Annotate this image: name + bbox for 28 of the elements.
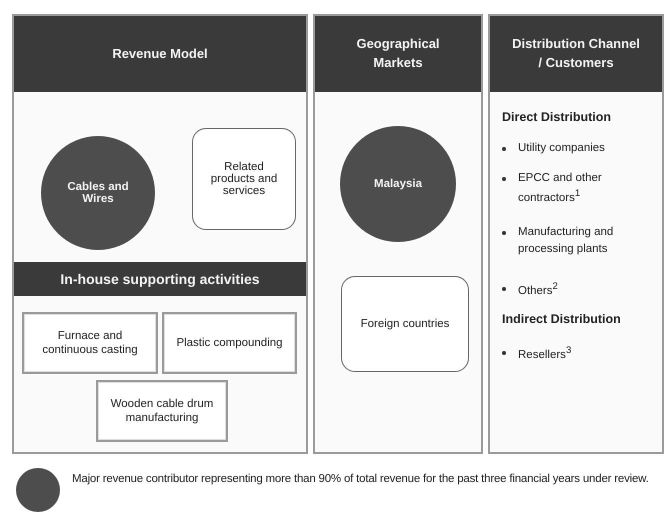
activity-box <box>96 380 228 442</box>
column-header: Geographical Markets <box>315 16 481 92</box>
node-label: Plastic compounding <box>176 336 283 350</box>
legend-text: Major revenue contributor representing more than 90% of total revenue for the past three financial years under review. <box>72 472 650 487</box>
node-label: Wooden cable drum manufacturing <box>110 396 214 426</box>
column-header: Revenue Model <box>14 16 306 92</box>
node-label: Malaysia <box>374 178 422 190</box>
list-item: Others$^{2}$ <box>518 280 559 299</box>
list-item: Resellers$^{3}$ <box>518 344 572 363</box>
list-item: EPCC and other contractors$^{1}$ <box>518 171 603 206</box>
node-label: In-house supporting activities <box>60 271 260 287</box>
column-header: Distribution Channel / Customers <box>490 16 662 92</box>
column-panel <box>12 14 308 454</box>
rounded-box <box>192 128 296 230</box>
subheading: Direct Distribution <box>502 110 612 124</box>
list-item: Utility companies <box>518 141 606 156</box>
node-label: Cables and Wires <box>66 181 130 205</box>
column-panel <box>488 14 664 454</box>
activity-box <box>162 312 297 374</box>
rounded-box <box>341 276 469 372</box>
list-item: Manufacturing and processing plants <box>518 225 614 258</box>
node-label: Foreign countries <box>360 318 450 330</box>
activity-box <box>22 312 158 374</box>
section-band <box>14 262 306 296</box>
column-panel <box>313 14 483 454</box>
subheading: Indirect Distribution <box>502 312 621 326</box>
node-label: Related products and services <box>210 161 278 197</box>
node-label: Furnace and continuous casting <box>41 328 139 358</box>
